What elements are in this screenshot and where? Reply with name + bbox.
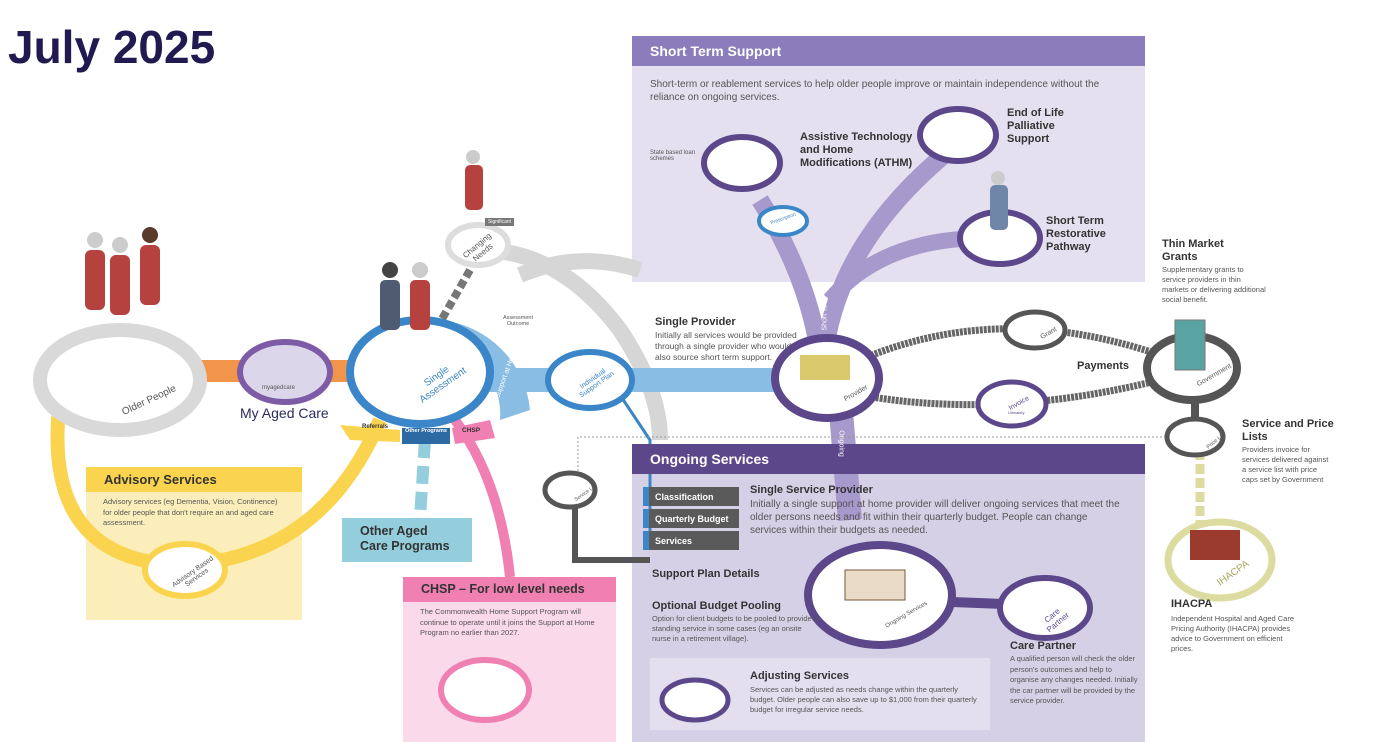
changing-needs-circle: [445, 222, 511, 268]
chsp-label: CHSP: [462, 427, 481, 434]
pooling-desc: Option for client budgets to be pooled t…: [652, 614, 818, 643]
chsp-heading: CHSP – For low level needs: [403, 577, 616, 602]
restorative-label: Short Term Restorative Pathway: [1046, 215, 1106, 253]
myagedcare-logo: myagedcare: [262, 385, 296, 391]
referrals-label: Referrals: [362, 424, 389, 430]
pooling-heading: Optional Budget Pooling: [652, 600, 781, 612]
older-people-circle: [33, 323, 207, 437]
dotted-divider: [577, 436, 1165, 495]
service-list-line: [572, 500, 650, 563]
invoice-circle: [975, 379, 1049, 429]
single-provider-desc: Initially all services would be provided…: [655, 330, 797, 362]
short-term-label: Short Term: [821, 296, 829, 331]
provider-building: [800, 355, 850, 380]
other-programs-label: Other Programs: [405, 428, 447, 434]
tag-quarterly-budget: Quarterly Budget: [643, 509, 739, 528]
ihacpa-building: [1190, 530, 1240, 560]
single-provider-heading: Single Provider: [655, 316, 736, 328]
grant-circle: [1002, 309, 1068, 351]
ihacpa-desc: Independent Hospital and Aged Care Prici…: [1171, 614, 1295, 653]
ongoing-label: Ongoing: [837, 430, 845, 457]
my-aged-care-circle: [237, 339, 333, 405]
state-loans-label: State based loan schemes: [650, 150, 696, 162]
my-aged-care-label: My Aged Care: [240, 405, 329, 421]
chsp-circle: [438, 657, 532, 723]
end-of-life-label: End of Life Palliative Support: [1007, 107, 1064, 145]
assessment-outcome-label: Assessment Outcome: [503, 315, 533, 327]
service-price-heading: Service and Price Lists: [1242, 418, 1334, 443]
payments-label: Payments: [1077, 360, 1129, 372]
invoice-sub-label: Ulimately: [1008, 410, 1025, 415]
service-list-circle: [542, 470, 598, 510]
ssp-heading: Single Service Provider: [750, 484, 873, 496]
support-plan-details: Support Plan Details: [652, 568, 760, 580]
service-price-desc: Providers invoice for services delivered…: [1242, 445, 1329, 484]
chsp-segment: [452, 420, 495, 444]
people-figures: [85, 165, 1008, 330]
advisory-heading: Advisory Services: [86, 467, 302, 492]
other-programs-segment: [402, 428, 450, 444]
advisory-based-circle: [142, 541, 228, 599]
support-plan-circle: [545, 349, 635, 411]
adjusting-heading: Adjusting Services: [750, 670, 850, 682]
government-building: [1174, 319, 1206, 371]
restorative-branch: [823, 230, 981, 306]
other-programs-line: [414, 439, 431, 519]
plan-line: [618, 394, 652, 540]
adjusting-desc: Services can be adjusted as needs change…: [750, 685, 977, 714]
bed-illustration: [844, 569, 906, 601]
prescription-circle: [757, 205, 809, 237]
tag-classification: Classification: [643, 487, 739, 506]
ongoing-services-heading: Ongoing Services: [632, 444, 1145, 474]
thin-market-desc: Supplementary grants to service provider…: [1162, 265, 1266, 304]
tag-services: Services: [643, 531, 739, 550]
chsp-desc: The Commonwealth Home Support Program wi…: [420, 607, 595, 637]
end-of-life-circle: [917, 106, 999, 164]
athm-label: Assistive Technology and Home Modificati…: [800, 131, 913, 169]
price-list-circle: [1164, 416, 1226, 458]
end-of-life-branch: [816, 143, 956, 352]
short-term-desc: Short-term or reablement services to hel…: [650, 79, 1100, 103]
other-aged-care-programs: Other Aged Care Programs: [342, 518, 472, 562]
page-title: July 2025: [8, 21, 216, 73]
people-heads: [87, 150, 1005, 278]
significant-label: Significant: [485, 218, 515, 226]
short-term-support-heading: Short Term Support: [632, 36, 1145, 66]
referrals-segment: [340, 425, 400, 442]
care-partner-circle: [997, 575, 1093, 641]
advisory-desc: Advisory services (eg Dementia, Vision, …: [103, 497, 278, 527]
ssp-desc: Initially a single support at home provi…: [750, 499, 1120, 536]
changing-needs-arc: [479, 242, 668, 441]
athm-circle: [701, 134, 783, 192]
adjusting-circle: [659, 677, 731, 723]
care-partner-desc: A qualified person will check the older …: [1010, 654, 1138, 705]
ihacpa-heading: IHACPA: [1171, 598, 1213, 610]
short-term-arc: [516, 253, 643, 283]
care-partner-heading: Care Partner: [1010, 640, 1077, 652]
thin-market-heading: Thin Market Grants: [1162, 238, 1224, 263]
